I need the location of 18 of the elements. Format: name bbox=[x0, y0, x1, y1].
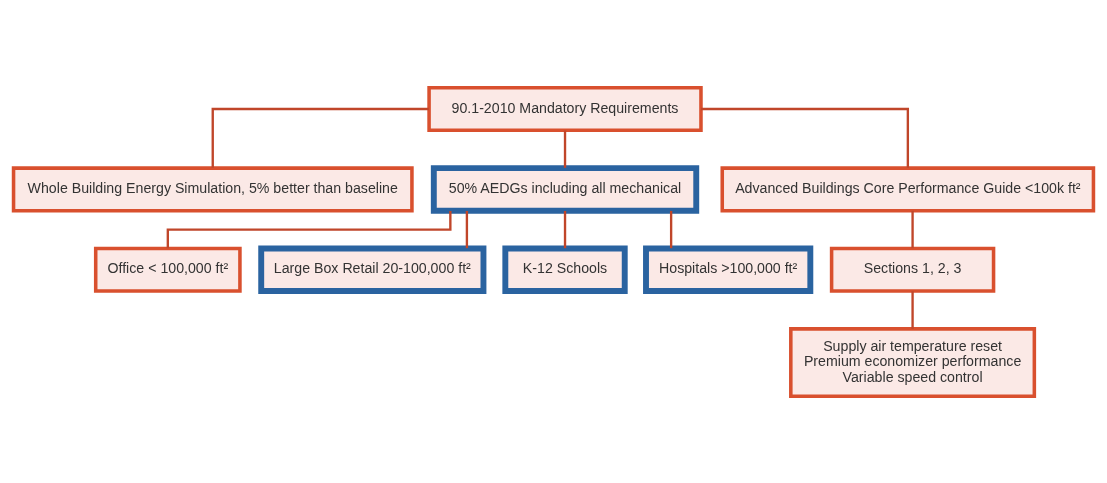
node-box: Advanced Buildings Core Performance Guide <100k ft² bbox=[720, 165, 1096, 212]
node-box: 90.1-2010 Mandatory Requirements bbox=[427, 85, 703, 132]
node-box: Supply air temperature reset Premium economizer performance Variable speed control bbox=[789, 326, 1037, 398]
node-box: 50% AEDGs including all mechanical bbox=[430, 164, 700, 214]
node-box: Large Box Retail 20-100,000 ft² bbox=[258, 245, 487, 294]
node-box: Whole Building Energy Simulation, 5% better than baseline bbox=[11, 165, 414, 212]
connector bbox=[563, 210, 567, 248]
connector bbox=[911, 290, 914, 329]
node-box: K-12 Schools bbox=[502, 245, 628, 294]
connector bbox=[669, 210, 673, 248]
node-box: Office < 100,000 ft² bbox=[93, 246, 242, 293]
connector bbox=[701, 107, 910, 168]
connector bbox=[563, 130, 567, 168]
connector bbox=[465, 210, 469, 248]
connector bbox=[211, 107, 429, 168]
node-box: Hospitals >100,000 ft² bbox=[643, 245, 814, 294]
connector bbox=[911, 210, 914, 248]
node-box: Sections 1, 2, 3 bbox=[829, 246, 996, 293]
